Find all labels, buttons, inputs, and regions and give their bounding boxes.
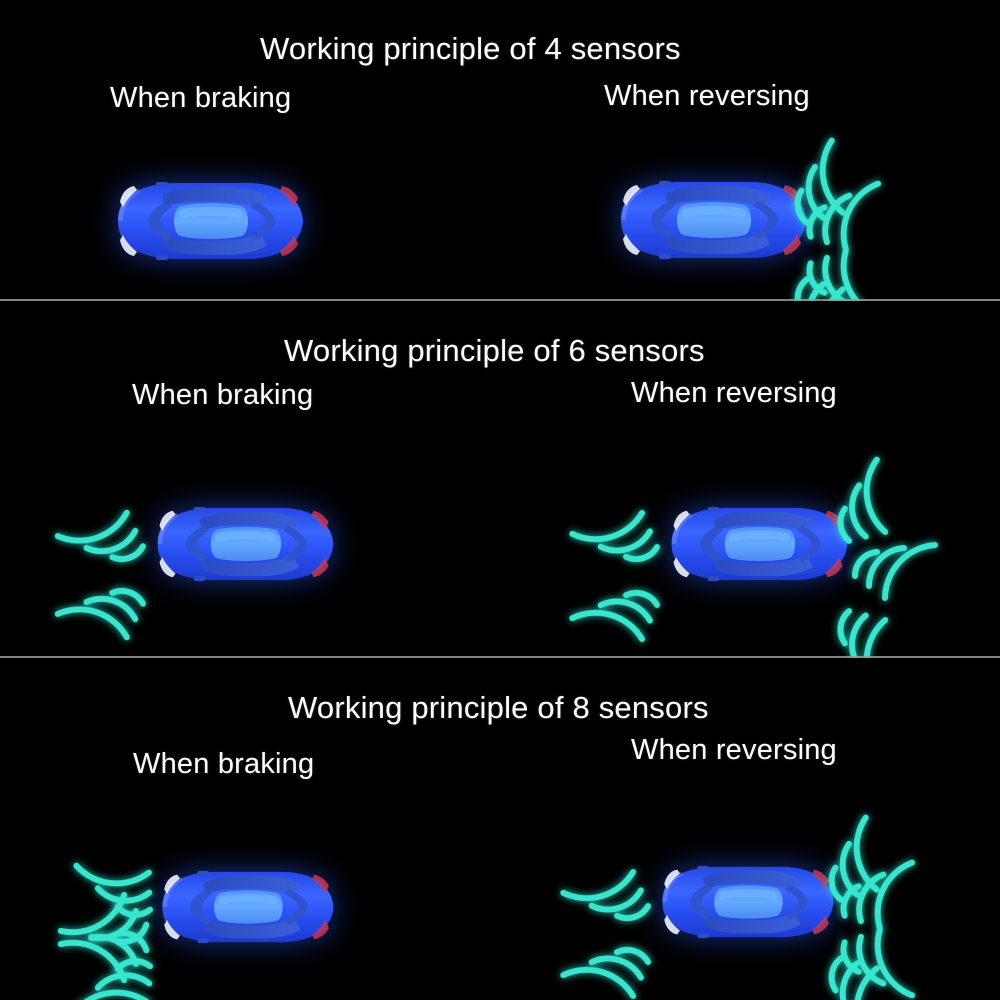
sub-label-reversing-4: When reversing: [604, 80, 810, 112]
panel-6-sensors: Working principle of 6 sensors When brak…: [0, 303, 1000, 658]
sub-label-reversing-6: When reversing: [631, 377, 837, 409]
sensor-wave-rear-2: [794, 180, 905, 269]
car-top-view-icon: [157, 506, 334, 582]
sub-label-reversing-8: When reversing: [631, 734, 837, 766]
sub-label-braking-8: When braking: [133, 748, 315, 780]
sensor-wave-front-3: [53, 917, 164, 1000]
sensor-wave-rear-2: [828, 859, 939, 948]
car-braking-4: [110, 176, 310, 266]
panel-divider-1: [0, 299, 1000, 301]
panel-divider-2: [0, 656, 1000, 658]
scene-braking-6: [0, 303, 500, 658]
car-top-view-icon: [118, 182, 303, 260]
scene-reversing-4: [500, 0, 1000, 301]
panel-title-8-sensors: Working principle of 8 sensors: [288, 690, 709, 725]
car-top-view-icon: [162, 870, 334, 944]
sensor-wave-front-4: [71, 940, 181, 1000]
sensor-wave-front-left-corner-2: [556, 930, 671, 1000]
sensor-wave-rear-3: [794, 230, 905, 301]
sensor-wave-front-left-corner-2: [565, 573, 680, 658]
panel-8-sensors: Working principle of 8 sensors When brak…: [0, 660, 1000, 1000]
sensor-wave-front-left-corner: [565, 475, 680, 578]
scene-reversing-8: [500, 660, 1000, 1000]
sensor-wave-rear-3: [828, 909, 939, 999]
car-reversing-8: [655, 860, 840, 944]
sensor-wave-rear-4: [777, 253, 887, 301]
scene-braking-4: [0, 0, 500, 301]
sensor-wave-front-left-corner: [50, 477, 165, 579]
sub-label-braking-4: When braking: [110, 82, 292, 114]
panel-title-6-sensors: Working principle of 6 sensors: [284, 333, 705, 368]
car-top-view-icon: [662, 865, 834, 939]
car-braking-8: [155, 865, 340, 949]
sub-label-braking-6: When braking: [132, 379, 314, 411]
scene-braking-8: [0, 660, 500, 1000]
sensor-wave-rear-1: [819, 453, 930, 568]
panel-4-sensors: Working principle of 4 sensors When brak…: [0, 0, 1000, 301]
sensor-wave-front-left-corner-2: [50, 572, 165, 658]
car-top-view-icon: [621, 181, 806, 259]
sensor-wave-rear-3: [819, 584, 930, 658]
panel-title-4-sensors: Working principle of 4 sensors: [260, 31, 681, 66]
scene-reversing-6: [500, 303, 1000, 658]
sensor-wave-rear-2: [847, 542, 943, 608]
sensor-wave-rear-4: [811, 932, 921, 1000]
car-reversing-4: [613, 175, 813, 265]
car-braking-6: [150, 501, 340, 587]
sensor-wave-front-left-corner: [556, 834, 671, 937]
car-top-view-icon: [671, 506, 848, 582]
car-reversing-6: [664, 501, 854, 587]
